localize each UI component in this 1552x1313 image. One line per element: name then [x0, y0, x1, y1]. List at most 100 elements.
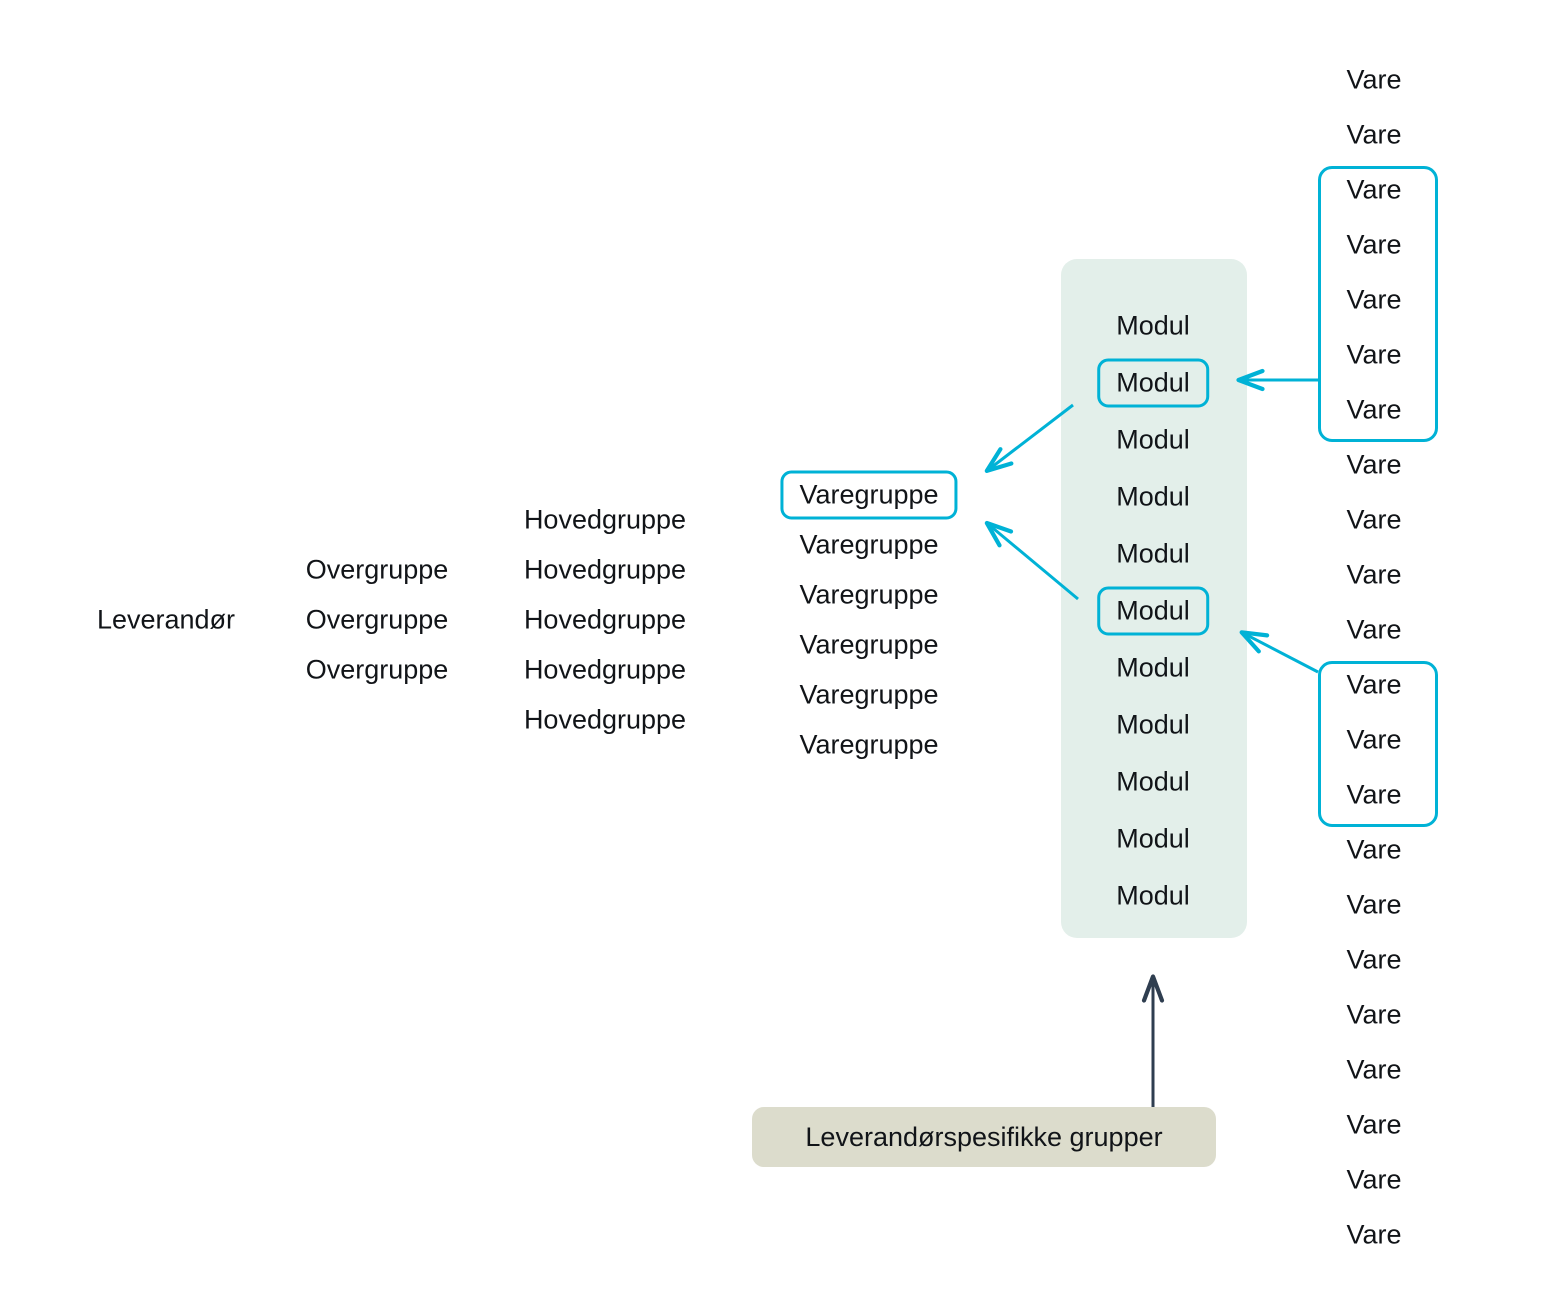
node-varegruppe-6[interactable]: Varegruppe	[799, 729, 939, 760]
node-modul-10[interactable]: Modul	[1116, 825, 1190, 853]
node-vare-22[interactable]: Vare	[1346, 1219, 1402, 1250]
node-modul-label: Modul	[1116, 766, 1190, 797]
node-modul-label: Modul	[1116, 367, 1190, 398]
node-overgruppe-1[interactable]: Overgruppe	[305, 554, 449, 585]
node-vare-1[interactable]: Vare	[1346, 64, 1402, 95]
node-vare-12[interactable]: Vare	[1346, 669, 1402, 700]
node-hovedgruppe-4[interactable]: Hovedgruppe	[523, 654, 687, 685]
node-vare-label: Vare	[1346, 1164, 1402, 1195]
node-hovedgruppe-2[interactable]: Hovedgruppe	[523, 554, 687, 585]
node-modul-1[interactable]: Modul	[1116, 310, 1190, 341]
node-vare-label: Vare	[1346, 504, 1402, 535]
vare-group-upper[interactable]	[1318, 166, 1438, 442]
node-modul-6[interactable]: Modul	[1097, 586, 1209, 636]
node-hovedgruppe-label: Hovedgruppe	[523, 654, 687, 685]
modul-panel-background	[1061, 259, 1247, 938]
node-varegruppe-label: Varegruppe	[799, 479, 939, 510]
node-vare-5[interactable]: Vare	[1346, 284, 1402, 315]
node-modul-label: Modul	[1116, 652, 1190, 683]
node-leverandor-label: Leverandør	[96, 604, 236, 635]
node-vare-6[interactable]: Vare	[1346, 339, 1402, 370]
node-modul-label: Modul	[1116, 481, 1190, 512]
node-vare-16[interactable]: Vare	[1346, 891, 1401, 919]
node-vare-label: Vare	[1346, 999, 1402, 1030]
node-vare-11[interactable]: Vare	[1346, 614, 1402, 645]
node-varegruppe-label: Varegruppe	[799, 579, 939, 610]
node-vare-10[interactable]: Vare	[1346, 559, 1402, 590]
node-hovedgruppe-label: Hovedgruppe	[523, 504, 687, 535]
node-vare-label: Vare	[1346, 944, 1402, 975]
node-modul-9[interactable]: Modul	[1116, 766, 1190, 797]
node-vare-13[interactable]: Vare	[1346, 724, 1402, 755]
node-vare-label: Vare	[1346, 119, 1402, 150]
node-vare-label: Vare	[1346, 1054, 1402, 1085]
node-modul-label: Modul	[1116, 880, 1190, 911]
node-overgruppe-label: Overgruppe	[305, 654, 449, 685]
node-varegruppe-3[interactable]: Varegruppe	[799, 579, 939, 610]
node-vare-label: Vare	[1346, 174, 1402, 205]
node-vare-label: Vare	[1346, 669, 1402, 700]
node-modul-7[interactable]: Modul	[1116, 652, 1190, 683]
node-hovedgruppe-label: Hovedgruppe	[523, 554, 687, 585]
node-leverandor-1[interactable]: Leverandør	[96, 604, 236, 635]
node-vare-label: Vare	[1346, 614, 1402, 645]
node-modul-11[interactable]: Modul	[1116, 880, 1190, 911]
node-vare-8[interactable]: Vare	[1346, 449, 1402, 480]
node-vare-label: Vare	[1346, 779, 1402, 810]
node-vare-label: Vare	[1346, 559, 1402, 590]
node-vare-label: Vare	[1346, 339, 1402, 370]
node-modul-2[interactable]: Modul	[1097, 358, 1209, 408]
node-modul-4[interactable]: Modul	[1116, 481, 1190, 512]
node-overgruppe-2[interactable]: Overgruppe	[305, 604, 449, 635]
node-overgruppe-3[interactable]: Overgruppe	[305, 654, 449, 685]
node-modul-5[interactable]: Modul	[1116, 538, 1190, 569]
node-hovedgruppe-3[interactable]: Hovedgruppe	[523, 604, 687, 635]
node-modul-8[interactable]: Modul	[1116, 709, 1190, 740]
node-modul-3[interactable]: Modul	[1116, 424, 1190, 455]
node-varegruppe-label: Varegruppe	[799, 729, 939, 760]
node-vare-label: Vare	[1346, 1109, 1402, 1140]
node-varegruppe-5[interactable]: Varegruppe	[799, 679, 939, 710]
vare-group-lower[interactable]	[1318, 661, 1438, 827]
node-vare-18[interactable]: Vare	[1346, 999, 1402, 1030]
node-vare-21[interactable]: Vare	[1346, 1164, 1402, 1195]
node-varegruppe-4[interactable]: Varegruppe	[799, 629, 939, 660]
node-vare-19[interactable]: Vare	[1346, 1054, 1402, 1085]
node-overgruppe-label: Overgruppe	[305, 604, 449, 635]
node-vare-label: Vare	[1346, 64, 1402, 95]
node-varegruppe-label: Varegruppe	[799, 529, 939, 560]
legend-text: Leverandørspesifikke grupper	[805, 1121, 1163, 1152]
node-vare-7[interactable]: Vare	[1346, 396, 1401, 424]
node-modul-label: Modul	[1116, 538, 1190, 569]
node-vare-2[interactable]: Vare	[1346, 119, 1402, 150]
node-vare-9[interactable]: Vare	[1346, 504, 1402, 535]
node-hovedgruppe-1[interactable]: Hovedgruppe	[523, 504, 687, 535]
node-vare-14[interactable]: Vare	[1346, 779, 1402, 810]
node-varegruppe-label: Varegruppe	[799, 629, 939, 660]
node-varegruppe-2[interactable]: Varegruppe	[799, 529, 939, 560]
node-varegruppe-label: Varegruppe	[799, 679, 939, 710]
node-vare-label: Vare	[1346, 449, 1402, 480]
node-overgruppe-label: Overgruppe	[305, 554, 449, 585]
node-modul-label: Modul	[1116, 709, 1190, 740]
node-hovedgruppe-label: Hovedgruppe	[523, 604, 687, 635]
node-hovedgruppe-label: Hovedgruppe	[523, 704, 687, 735]
connector-vare-lower-to-modul	[1239, 630, 1319, 674]
node-vare-15[interactable]: Vare	[1346, 834, 1402, 865]
node-vare-label: Vare	[1346, 1219, 1402, 1250]
node-vare-label: Vare	[1346, 724, 1402, 755]
node-vare-label: Vare	[1346, 834, 1402, 865]
node-vare-17[interactable]: Vare	[1346, 944, 1402, 975]
node-modul-label: Modul	[1116, 424, 1190, 455]
node-vare-label: Vare	[1346, 284, 1402, 315]
node-vare-3[interactable]: Vare	[1346, 174, 1402, 205]
node-varegruppe-1[interactable]: Varegruppe	[780, 470, 958, 520]
leverandorspesifikke-grupper-label[interactable]: Leverandørspesifikke grupper	[752, 1107, 1216, 1167]
node-vare-label: Vare	[1346, 229, 1402, 260]
node-vare-20[interactable]: Vare	[1346, 1109, 1402, 1140]
node-vare-4[interactable]: Vare	[1346, 229, 1402, 260]
node-modul-label: Modul	[1116, 595, 1190, 626]
node-hovedgruppe-5[interactable]: Hovedgruppe	[523, 704, 687, 735]
node-modul-label: Modul	[1116, 310, 1190, 341]
